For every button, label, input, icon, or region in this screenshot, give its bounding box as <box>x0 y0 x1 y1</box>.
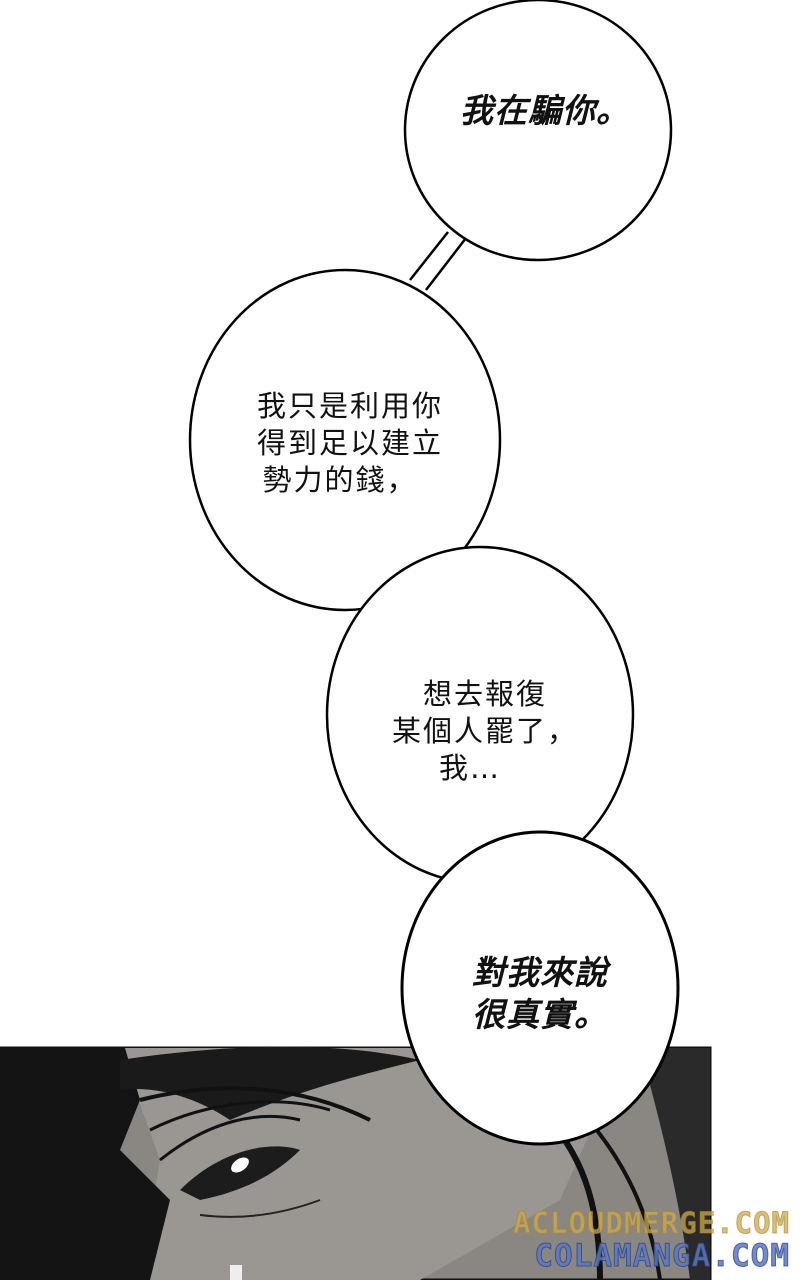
bubble-2-text: 我只是利用你 得到足以建立 勢力的錢， <box>230 388 470 499</box>
watermark-acloudmerge: ACLOUDMERGE.COM <box>513 1206 790 1241</box>
bubble-3-line: 某個人罷了， <box>391 714 578 749</box>
speech-bubble-4 <box>400 830 680 1146</box>
bubble-1-line: 我在騙你。 <box>460 91 630 130</box>
bubble-4-line: 對我來說 <box>472 953 608 992</box>
bubble-4-line: 很真實。 <box>472 995 608 1035</box>
speech-bubble-1 <box>403 0 673 262</box>
bubble-3-text: 想去報復 某個人罷了， 我… <box>370 676 600 787</box>
bubble-3-line: 想去報復 <box>422 677 547 711</box>
bubble-2-line: 勢力的錢， <box>262 463 418 498</box>
bubble-1-text: 我在騙你。 <box>440 90 650 132</box>
watermark-colamanga: COLAMANGA.COM <box>534 1238 790 1275</box>
bubble-connector <box>409 231 467 291</box>
bubble-3-line: 我… <box>438 751 501 786</box>
bubble-4-text: 對我來說 很真實。 <box>440 952 640 1036</box>
speech-bubble-2 <box>188 268 502 612</box>
bubble-2-line: 我只是利用你 <box>256 389 443 423</box>
bubble-2-line: 得到足以建立 <box>256 426 443 461</box>
